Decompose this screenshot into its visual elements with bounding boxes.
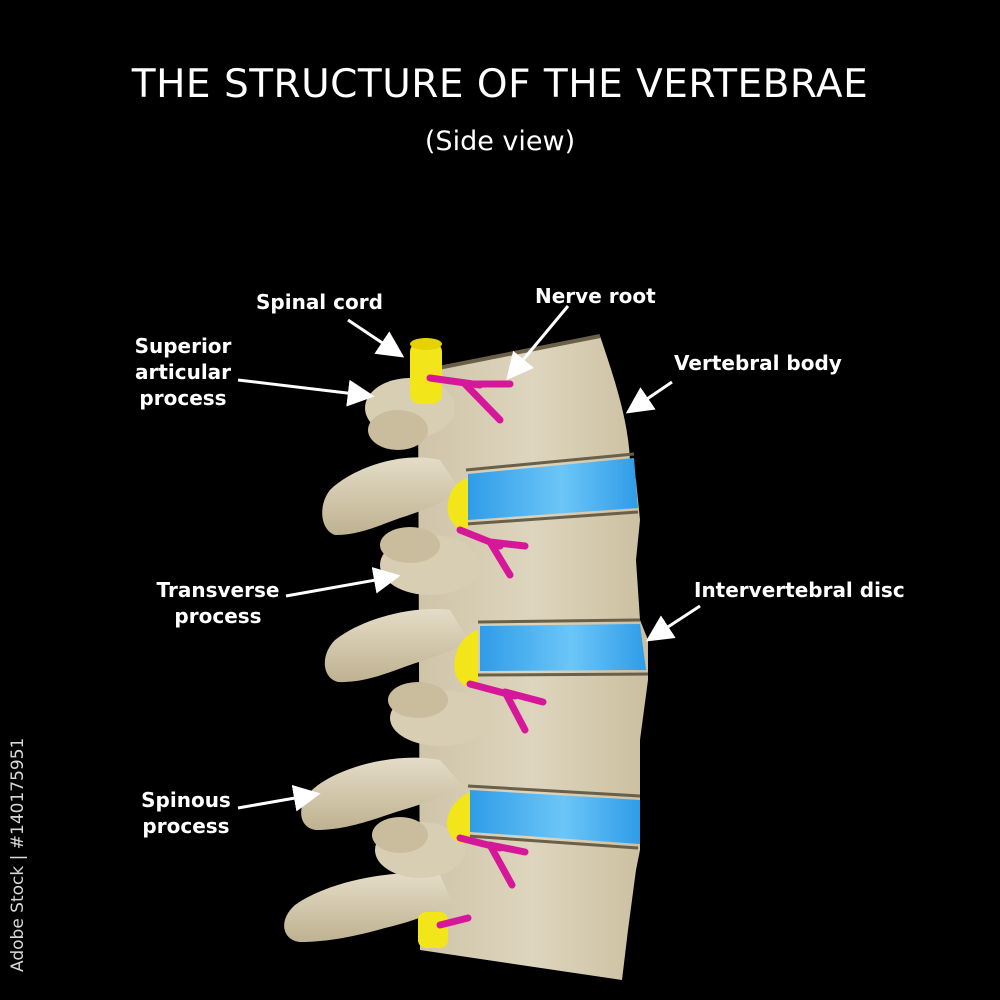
spinal-cord — [447, 478, 468, 530]
label-spinal-cord: Spinal cord — [256, 290, 383, 314]
arrow-spinal-cord — [347, 318, 405, 358]
spinous-process — [324, 609, 468, 683]
page-subtitle: (Side view) — [424, 126, 576, 157]
label-superior-articular-process: Superior articular process — [134, 334, 232, 410]
nerve-root — [456, 526, 529, 579]
endplate-line — [465, 510, 639, 526]
spinal-cord — [446, 792, 470, 844]
label-transverse-process: Transverse process — [156, 578, 280, 628]
nerve-root — [426, 374, 514, 424]
stock-id: Adobe Stock | #140175951 — [8, 737, 28, 972]
endplate-line — [477, 672, 649, 677]
nerve-root — [436, 914, 472, 929]
spinal-cord-top — [410, 338, 442, 350]
endplate-line — [467, 834, 639, 850]
label-nerve-root: Nerve root — [535, 284, 656, 308]
articular-lobe — [372, 817, 428, 853]
spinal-cord — [454, 630, 478, 688]
spinous-process — [284, 873, 452, 942]
spinal-cord — [410, 342, 442, 404]
arrow-vertebral-body — [625, 380, 673, 414]
nerve-root — [466, 680, 547, 734]
articular-lobe — [388, 682, 448, 718]
label-intervertebral-disc: Intervertebral disc — [694, 578, 905, 602]
endplate-line — [465, 452, 635, 472]
spinal-cord — [418, 912, 448, 948]
arrow-transverse — [285, 566, 401, 598]
spinous-process — [301, 757, 462, 830]
articular-lobe — [368, 410, 428, 450]
intervertebral-disc — [470, 790, 640, 844]
endplate-line — [477, 618, 641, 624]
nerve-root — [456, 834, 529, 889]
intervertebral-disc — [480, 624, 646, 671]
spinous-process — [322, 457, 460, 535]
intervertebral-disc — [468, 458, 638, 520]
label-vertebral-body: Vertebral body — [674, 351, 842, 375]
arrow-spinous — [237, 784, 321, 812]
label-spinous-process: Spinous process — [141, 788, 231, 838]
arrow-intervertebral-disc — [645, 604, 701, 642]
page-title: THE STRUCTURE OF THE VERTEBRAE — [131, 62, 869, 107]
arrow-nerve-root — [506, 305, 570, 381]
articular-lobe — [380, 527, 440, 563]
endplate-line — [467, 784, 641, 798]
arrow-superior-articular — [237, 378, 375, 407]
